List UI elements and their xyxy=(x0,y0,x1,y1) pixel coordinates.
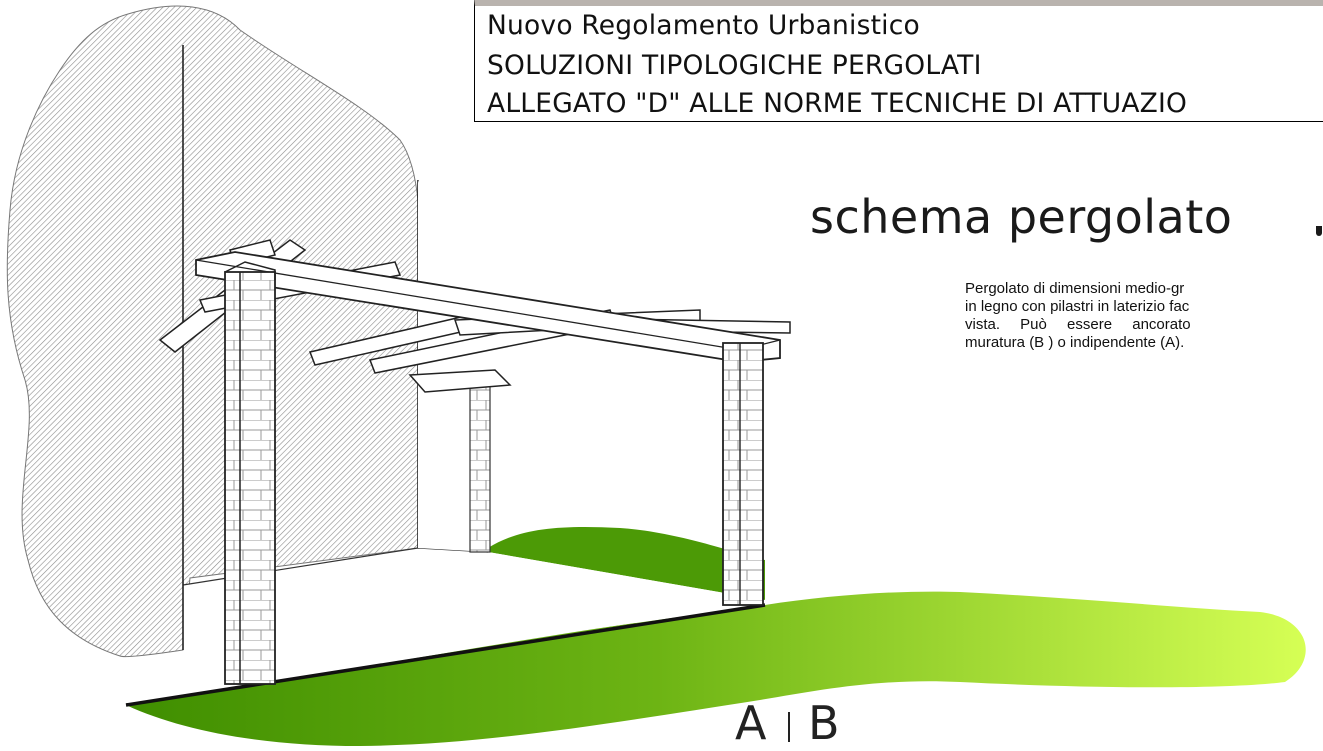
main-beam xyxy=(195,251,781,363)
description-line: vista. Può essere ancorato xyxy=(965,316,1191,333)
header-annex: ALLEGATO "D" ALLE NORME TECNICHE DI ATTU… xyxy=(487,88,1188,119)
floor-edge xyxy=(125,603,766,707)
variant-b-label: B xyxy=(808,696,840,750)
variant-separator xyxy=(788,712,790,742)
variant-a-label: A xyxy=(735,696,767,750)
lawn xyxy=(126,591,1306,746)
pillar-front-left xyxy=(224,261,276,685)
lawn-back-strip xyxy=(488,527,765,600)
header-title: Nuovo Regolamento Urbanistico xyxy=(487,10,920,41)
schema-title: schema pergolato xyxy=(810,190,1233,244)
description-line: Pergolato di dimensioni medio-gr xyxy=(965,280,1185,297)
pillar-back xyxy=(469,377,491,553)
description-line: muratura (B ) o indipendente (A). xyxy=(965,334,1185,351)
header-subtitle: SOLUZIONI TIPOLOGICHE PERGOLATI xyxy=(487,50,982,81)
floor-slab xyxy=(183,548,765,678)
document-header: Nuovo Regolamento Urbanistico SOLUZIONI … xyxy=(474,0,1323,122)
description-text: Pergolato di dimensioni medio-gr in legn… xyxy=(965,280,1323,352)
pillar-front-right xyxy=(722,342,764,606)
wall-hatch xyxy=(6,5,421,658)
title-cutoff-mark xyxy=(1316,226,1322,236)
description-line: in legno con pilastri in laterizio fac xyxy=(965,298,1190,315)
